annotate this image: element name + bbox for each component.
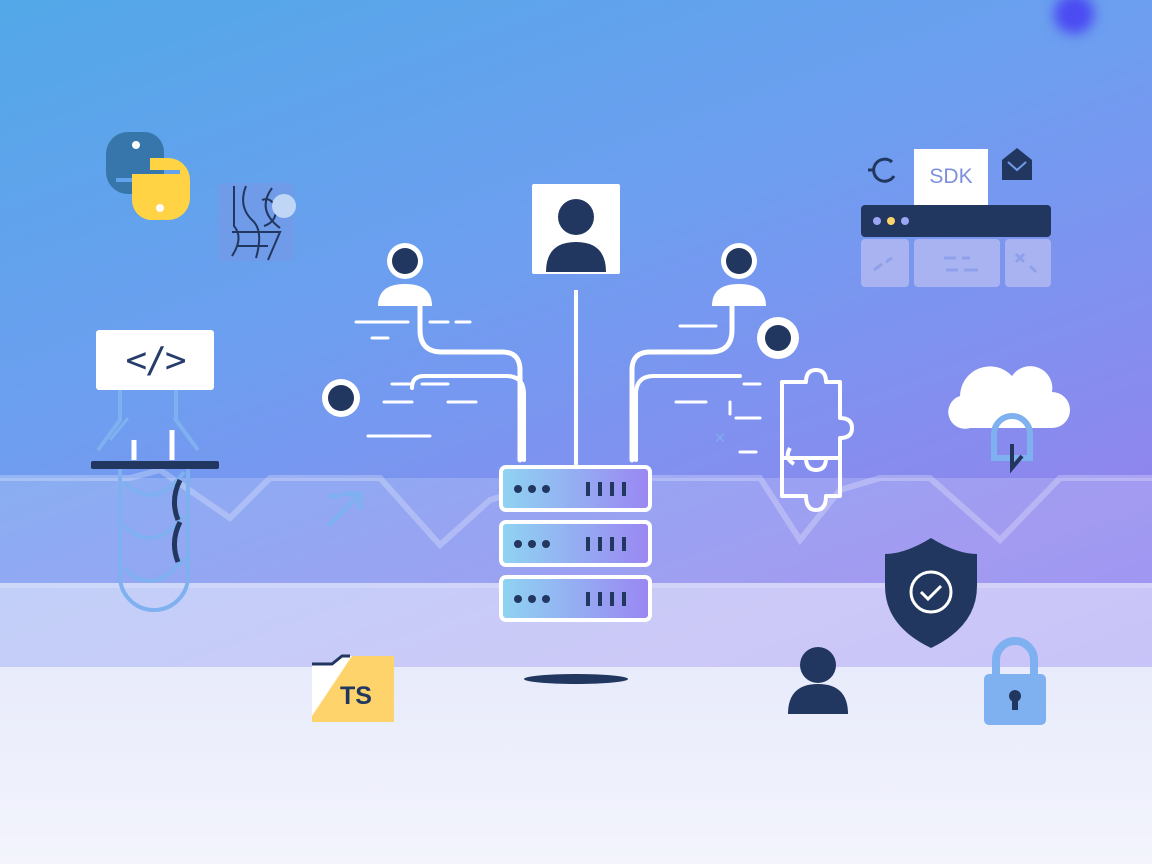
user-card-icon: [532, 184, 620, 274]
server-unit: [499, 465, 652, 512]
ts-label-box: TS: [326, 676, 386, 716]
cross-glyph: ×: [714, 430, 726, 446]
map-icon: [218, 183, 296, 261]
node-left-icon: [322, 379, 360, 417]
shield-check-icon: [885, 538, 977, 648]
ts-label: TS: [340, 681, 372, 710]
node-right-icon: [757, 317, 799, 359]
cloud-upload-icon: [948, 366, 1070, 474]
sdk-browser-icon: [861, 205, 1051, 287]
right-flow-lines: [674, 324, 762, 454]
server-shadow: [524, 674, 628, 684]
left-connectors: [410, 293, 526, 463]
sdk-label-box: SDK: [914, 149, 988, 205]
glow-dot: [1054, 0, 1094, 34]
arrow-icon: [327, 491, 363, 527]
right-connectors: [629, 293, 742, 463]
background-band-lower: [0, 667, 1152, 864]
padlock-icon: [984, 637, 1046, 725]
envelope-icon: [1002, 148, 1032, 180]
server-rack-icon: [499, 465, 652, 622]
user-left-icon: [378, 243, 432, 306]
refresh-icon: [868, 157, 896, 183]
left-flow-lines: [354, 320, 478, 438]
sdk-label: SDK: [929, 165, 973, 188]
user-right-icon: [712, 243, 766, 306]
test-tube-icon: [91, 390, 219, 612]
code-tag-label: </>: [125, 339, 186, 381]
server-unit: [499, 575, 652, 622]
code-tag-icon: </>: [96, 330, 214, 390]
python-logo-icon: [106, 132, 190, 220]
puzzle-piece-icon: [780, 368, 854, 512]
user-bottom-icon: [788, 647, 848, 714]
server-unit: [499, 520, 652, 567]
typescript-file-icon: [312, 654, 394, 722]
